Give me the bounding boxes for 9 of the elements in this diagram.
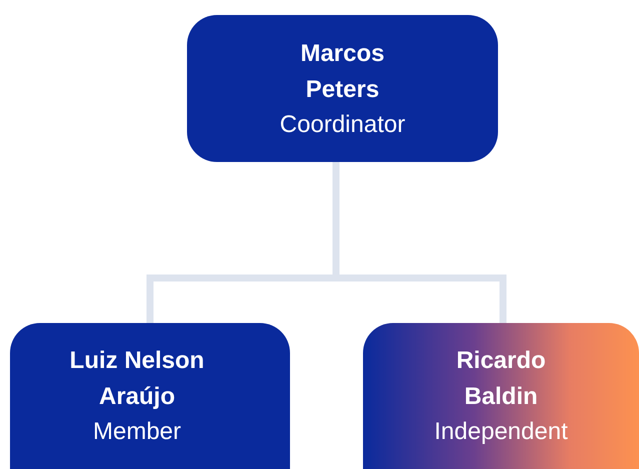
- org-box: [363, 323, 639, 469]
- role-label: Independent: [434, 417, 568, 447]
- org-box: [10, 323, 290, 469]
- role-label: Member: [92, 417, 182, 447]
- role-label: Coordinator: [280, 110, 406, 140]
- org-box: [187, 15, 498, 162]
- person-name: Marcos Peters: [299, 38, 386, 104]
- person-name: Luiz Nelson Araújo: [68, 346, 206, 412]
- person-name: Ricardo Baldin: [455, 346, 547, 412]
